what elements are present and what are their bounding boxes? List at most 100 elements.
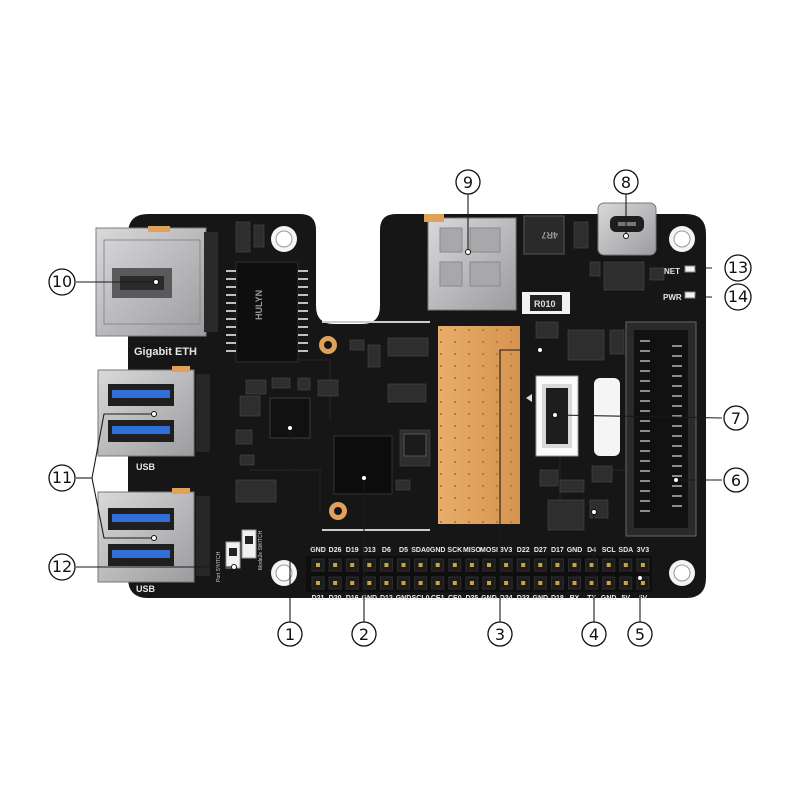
- gpio-top-label: GND: [430, 547, 446, 554]
- gpio-pin: [504, 581, 509, 585]
- gpio-pin: [521, 563, 526, 567]
- gpio-pin: [572, 563, 577, 567]
- svg-text:13: 13: [728, 258, 748, 277]
- gpio-bottom-label: GND: [601, 595, 617, 602]
- usb-top-label: USB: [136, 462, 156, 472]
- gpio-bottom-label: D24: [500, 595, 513, 602]
- gpio-top-label: D22: [517, 547, 530, 554]
- callout-4: 4: [581, 621, 607, 647]
- gpio-pin: [555, 563, 560, 567]
- gpio-bottom-label: D25: [465, 595, 478, 602]
- gpio-top-label: 3V3: [637, 547, 650, 554]
- callout-3: 3: [487, 621, 513, 647]
- callout-7: 7: [723, 405, 749, 431]
- eth-label: Gigabit ETH: [134, 346, 197, 358]
- gpio-pin: [589, 563, 594, 567]
- gpio-top-label: D27: [534, 547, 547, 554]
- callout-6: 6: [723, 467, 749, 493]
- gpio-pin: [504, 563, 509, 567]
- gpio-pin: [367, 563, 372, 567]
- callout-2: 2: [351, 621, 377, 647]
- shunt-resistor: R010: [522, 292, 570, 314]
- resistor-text: R010: [534, 299, 556, 309]
- gpio-top-label: 3V3: [500, 547, 513, 554]
- gpio-bottom-label: D12: [380, 595, 393, 602]
- callout-12: 12: [48, 553, 76, 581]
- callout-8: 8: [613, 169, 639, 195]
- gpio-bottom-label: D21: [312, 595, 325, 602]
- gpio-pin: [623, 563, 628, 567]
- inductor-text: 4R7: [541, 230, 558, 240]
- gpio-pin: [606, 563, 611, 567]
- eth-controller-chip: HULYN: [226, 261, 308, 363]
- gpio-pin: [640, 581, 645, 585]
- net-led: [684, 265, 696, 273]
- callout-5: 5: [627, 621, 653, 647]
- gpio-pin: [435, 563, 440, 567]
- gpio-bottom-label: RX: [570, 595, 580, 602]
- gpio-pin: [487, 581, 491, 585]
- gpio-top-label: SCL: [602, 547, 617, 554]
- callout-1: 1: [277, 621, 303, 647]
- small-ic: [403, 433, 427, 457]
- svg-text:7: 7: [731, 409, 741, 428]
- gpio-pin: [384, 563, 389, 567]
- gpio-pin: [487, 563, 491, 567]
- sim-card-slot: [424, 214, 517, 311]
- gpio-pin: [333, 563, 338, 567]
- m2-thermal-pad: [438, 326, 520, 524]
- callout-11: 11: [48, 464, 76, 492]
- gpio-top-label: D17: [551, 547, 564, 554]
- gpio-top-label: MISO: [463, 547, 481, 554]
- gpio-pin: [452, 581, 457, 585]
- svg-text:14: 14: [728, 287, 748, 306]
- switch-right-text: Mode2e SWITCH: [258, 530, 264, 570]
- gpio-pin: [538, 581, 543, 585]
- gpio-bottom-label: D20: [329, 595, 342, 602]
- gpio-top-label: D5: [399, 547, 408, 554]
- pcb-traces: [240, 359, 630, 520]
- svg-text:4: 4: [589, 625, 599, 644]
- gpio-pin: [640, 563, 645, 567]
- gpio-bottom-label: D18: [551, 595, 564, 602]
- gpio-top-label: D6: [382, 547, 391, 554]
- gpio-pin: [452, 563, 457, 567]
- gpio-top-label: SDA0: [411, 547, 430, 554]
- gpio-pin: [623, 581, 628, 585]
- callout-13: 13: [724, 254, 752, 282]
- gpio-bottom-label: D16: [346, 595, 359, 602]
- usb-c-connector: [597, 202, 657, 256]
- gpio-pin: [401, 581, 406, 585]
- gpio-pin: [555, 581, 560, 585]
- gpio-pin: [418, 563, 423, 567]
- gpio-pin: [333, 581, 338, 585]
- eth-chip-text: HULYN: [254, 290, 264, 320]
- gpio-bottom-label: GND: [533, 595, 549, 602]
- callout-9: 9: [455, 169, 481, 195]
- gpio-pin: [435, 581, 440, 585]
- gpio-pin: [401, 563, 406, 567]
- svg-text:5: 5: [635, 625, 645, 644]
- gpio-pin: [589, 581, 594, 585]
- pcie-switch-chip: [333, 435, 393, 495]
- gpio-pin: [316, 581, 320, 585]
- svg-text:2: 2: [359, 625, 369, 644]
- gpio-top-label: GND: [310, 547, 326, 554]
- gpio-pin: [384, 581, 389, 585]
- gpio-top-label: D19: [346, 547, 359, 554]
- gpio-bottom-label: 5V: [639, 595, 648, 602]
- gpio-bottom-label: GND: [396, 595, 412, 602]
- usb-bottom-label: USB: [136, 584, 156, 594]
- inductor: 4R7: [523, 215, 565, 255]
- svg-text:12: 12: [52, 557, 72, 576]
- gpio-pin: [538, 563, 543, 567]
- leader-lines: [76, 194, 723, 622]
- callout-14: 14: [724, 283, 752, 311]
- board-cutout: [594, 378, 620, 456]
- svg-text:9: 9: [463, 173, 473, 192]
- gold-standoffs: [319, 336, 347, 520]
- net-label: NET: [664, 267, 680, 276]
